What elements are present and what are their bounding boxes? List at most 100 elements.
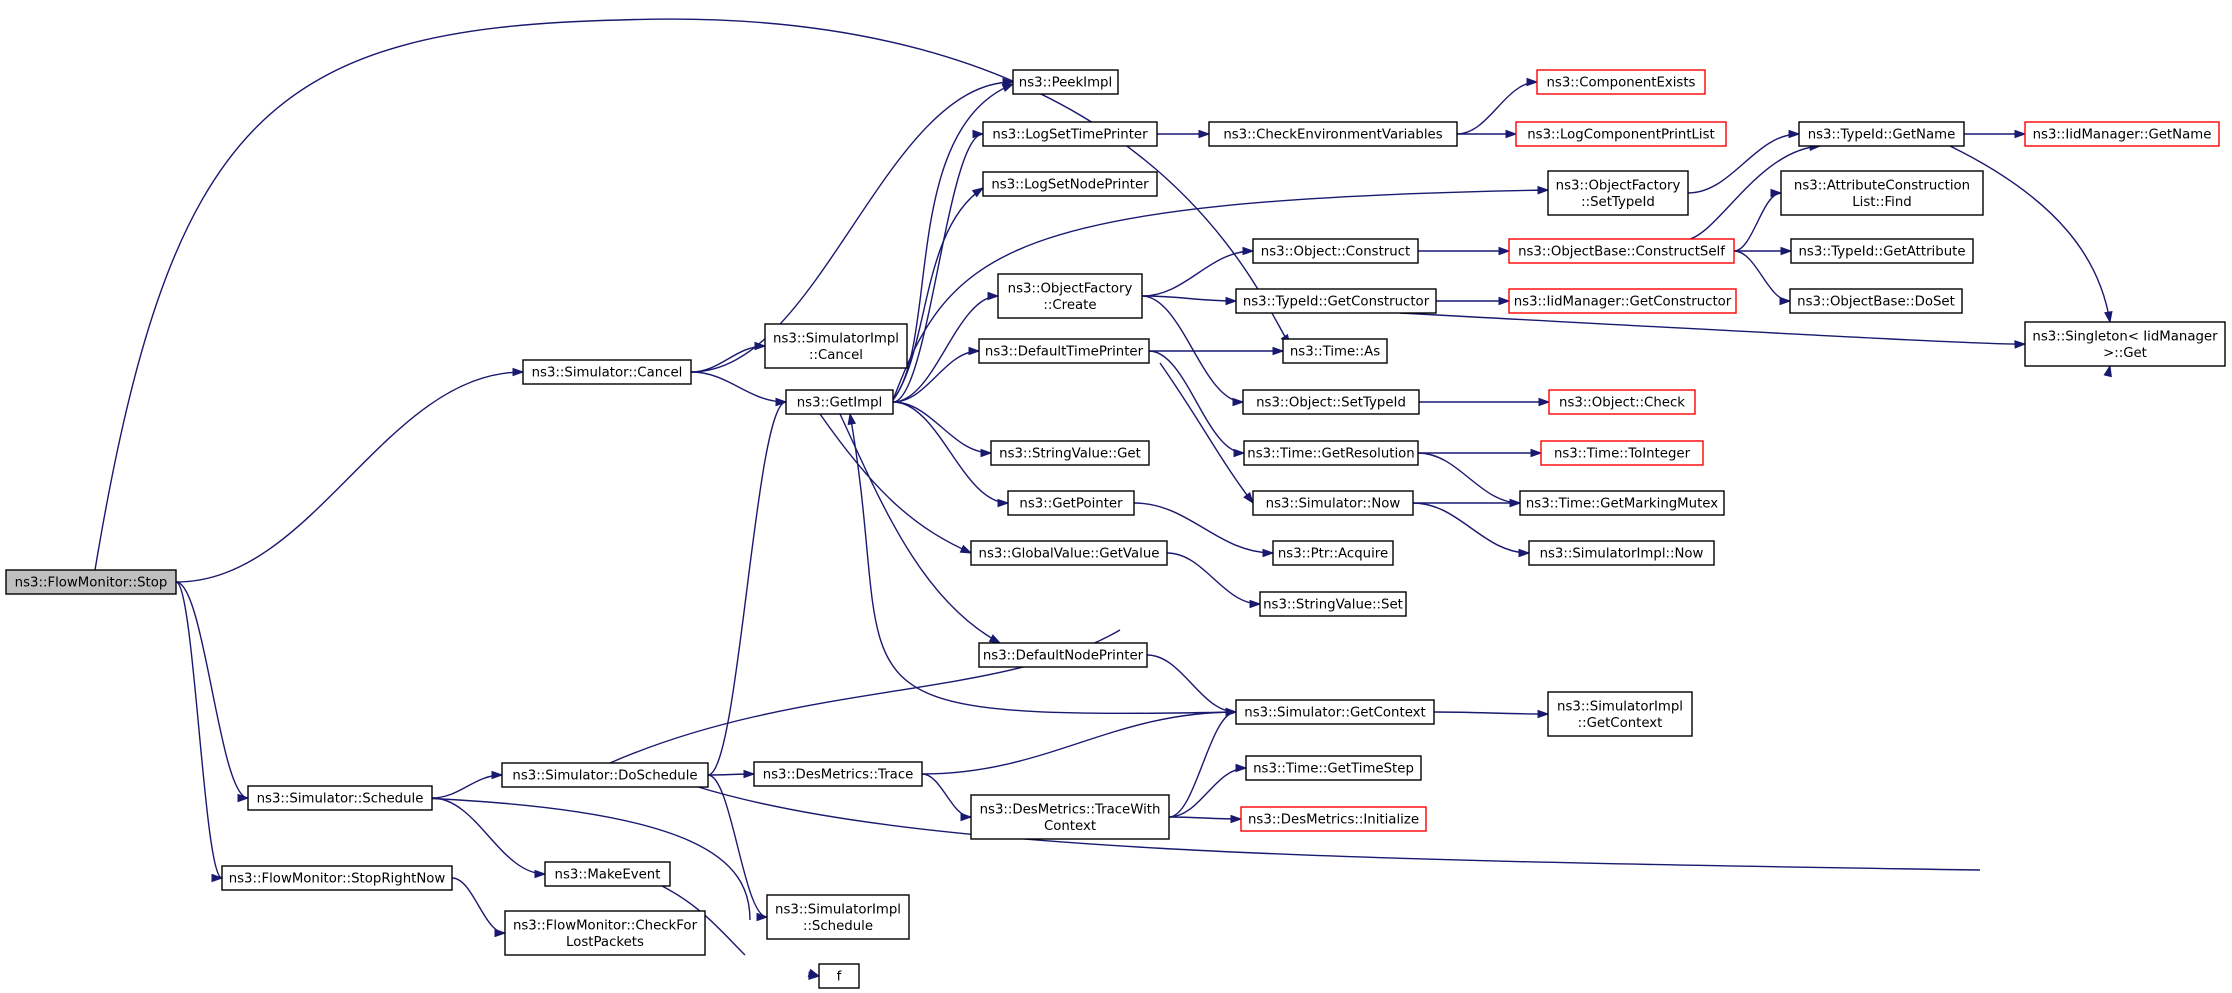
node-objcheck[interactable]: ns3::Object::Check (1548, 389, 1696, 415)
edge-deftimeprinter-to-getresolution (1148, 350, 1246, 458)
node-label: ns3::Time::GetTimeStep (1253, 762, 1414, 777)
node-ptracquire[interactable]: ns3::Ptr::Acquire (1272, 540, 1394, 566)
node-simimplgetctx[interactable]: ns3::SimulatorImpl::GetContext (1547, 691, 1693, 737)
node-box (785, 389, 894, 415)
edge-desmetricstrace-to-tracewithcontext (921, 773, 973, 822)
node-simimplcancel[interactable]: ns3::SimulatorImpl::Cancel (764, 323, 908, 369)
node-label: >::Get (2103, 346, 2147, 361)
call-edges (94, 18, 2113, 980)
node-makeevent[interactable]: ns3::MakeEvent (544, 861, 671, 887)
node-label: ns3::Ptr::Acquire (1278, 547, 1388, 562)
node-cancel[interactable]: ns3::Simulator::Cancel (522, 359, 692, 385)
arrow-head (971, 187, 985, 198)
edge-line (694, 785, 1981, 871)
arrow-head (1498, 246, 1511, 256)
node-defnodeprinter[interactable]: ns3::DefaultNodePrinter (978, 642, 1148, 668)
arrow-head (960, 812, 973, 822)
edge-line (1148, 350, 1245, 454)
edge-deftimeprinter-to-simnow (1159, 362, 1254, 505)
node-gettimestep[interactable]: ns3::Time::GetTimeStep (1245, 755, 1422, 781)
arrow-head (1198, 129, 1211, 139)
node-label: ns3::GlobalValue::GetValue (979, 547, 1160, 562)
node-timeas[interactable]: ns3::Time::As (1282, 338, 1388, 364)
node-label: ns3::Object::SetTypeId (1256, 396, 1406, 411)
edge-line (1949, 145, 2111, 323)
node-schedule[interactable]: ns3::Simulator::Schedule (247, 785, 433, 811)
node-ofcreate[interactable]: ns3::ObjectFactory::Create (997, 273, 1143, 319)
node-f[interactable]: f (818, 963, 860, 989)
node-dminit[interactable]: ns3::DesMetrics::Initialize (1240, 806, 1427, 832)
node-logsetnode[interactable]: ns3::LogSetNodePrinter (982, 171, 1158, 197)
node-gvgetvalue[interactable]: ns3::GlobalValue::GetValue (970, 540, 1168, 566)
edge-line (892, 187, 984, 401)
node-stringvalueset[interactable]: ns3::StringValue::Set (1259, 591, 1407, 617)
node-iidgetctor[interactable]: ns3::IidManager::GetConstructor (1508, 288, 1737, 314)
node-label: ns3::Singleton< IidManager (2032, 329, 2218, 344)
node-doschedule[interactable]: ns3::Simulator::DoSchedule (501, 762, 709, 788)
node-simimplschedule[interactable]: ns3::SimulatorImpl::Schedule (766, 894, 910, 940)
node-box (1540, 440, 1704, 466)
edge-tracewithcontext-to-dminit (1168, 814, 1243, 824)
node-iidgetname[interactable]: ns3::IidManager::GetName (2024, 121, 2220, 147)
node-checkenv[interactable]: ns3::CheckEnvironmentVariables (1208, 121, 1458, 147)
node-desmetricstrace[interactable]: ns3::DesMetrics::Trace (753, 761, 923, 787)
edge-line (892, 350, 980, 403)
node-obdoset[interactable]: ns3::ObjectBase::DoSet (1789, 288, 1963, 314)
node-peekimpl[interactable]: ns3::PeekImpl (1012, 69, 1119, 95)
node-objsettypeid[interactable]: ns3::Object::SetTypeId (1242, 389, 1420, 415)
edge-line (1433, 711, 1549, 715)
node-getconstructor[interactable]: ns3::TypeId::GetConstructor (1235, 288, 1437, 314)
edge-desmetricstrace-to-simgetcontext (921, 707, 1238, 775)
node-typeidgetname[interactable]: ns3::TypeId::GetName (1798, 121, 1965, 147)
node-simgetcontext[interactable]: ns3::Simulator::GetContext (1235, 699, 1435, 725)
edge-line (892, 133, 984, 403)
arrow-head (237, 793, 250, 803)
arrow-head (1509, 498, 1522, 508)
node-logcompprint[interactable]: ns3::LogComponentPrintList (1515, 121, 1727, 147)
edge-getresolution-to-tointeger (1418, 448, 1543, 458)
node-getattribute[interactable]: ns3::TypeId::GetAttribute (1790, 238, 1974, 264)
node-ofsettypeid[interactable]: ns3::ObjectFactory::SetTypeId (1547, 170, 1689, 216)
node-box (970, 794, 1170, 840)
node-label: ns3::TypeId::GetAttribute (1798, 245, 1965, 260)
node-box (1245, 755, 1422, 781)
arrow-head (997, 498, 1010, 508)
node-constructself[interactable]: ns3::ObjectBase::ConstructSelf (1508, 238, 1735, 264)
node-objconstruct[interactable]: ns3::Object::Construct (1252, 238, 1419, 264)
node-simimplnow[interactable]: ns3::SimulatorImpl::Now (1528, 540, 1715, 566)
node-getpointer[interactable]: ns3::GetPointer (1007, 490, 1135, 516)
edge-doschedule-to-singletonget (694, 364, 2112, 871)
node-stoprightnow[interactable]: ns3::FlowMonitor::StopRightNow (221, 865, 453, 891)
node-compexists[interactable]: ns3::ComponentExists (1536, 69, 1706, 95)
node-getmarkingmutex[interactable]: ns3::Time::GetMarkingMutex (1519, 490, 1725, 516)
node-box (1547, 691, 1693, 737)
arrow-head (775, 397, 788, 407)
node-singletonget[interactable]: ns3::Singleton< IidManager>::Get (2024, 321, 2226, 367)
node-box (978, 338, 1150, 364)
edge-line (175, 371, 524, 583)
node-logsettime[interactable]: ns3::LogSetTimePrinter (982, 121, 1158, 147)
edge-tracewithcontext-to-gettimestep (1168, 763, 1248, 818)
node-label: ns3::Simulator::Cancel (532, 366, 683, 381)
node-deftimeprinter[interactable]: ns3::DefaultTimePrinter (978, 338, 1150, 364)
edge-line (849, 413, 1241, 715)
node-stop[interactable]: ns3::FlowMonitor::Stop (5, 569, 177, 595)
node-getresolution[interactable]: ns3::Time::GetResolution (1243, 440, 1419, 466)
edge-line (1412, 502, 1530, 554)
node-tointeger[interactable]: ns3::Time::ToInteger (1540, 440, 1704, 466)
node-label: ns3::FlowMonitor::StopRightNow (229, 872, 446, 887)
arrow-head (808, 971, 821, 980)
edge-line (1141, 295, 1237, 302)
node-box (764, 323, 908, 369)
node-stringvalueget[interactable]: ns3::StringValue::Get (990, 440, 1150, 466)
node-simnow[interactable]: ns3::Simulator::Now (1252, 490, 1414, 516)
node-box (1259, 591, 1407, 617)
arrow-head (1779, 296, 1792, 306)
node-getimpl[interactable]: ns3::GetImpl (785, 389, 894, 415)
node-label: ns3::DefaultNodePrinter (983, 649, 1144, 664)
node-box (1282, 338, 1388, 364)
node-label: ns3::ObjectBase::DoSet (1797, 295, 1955, 310)
